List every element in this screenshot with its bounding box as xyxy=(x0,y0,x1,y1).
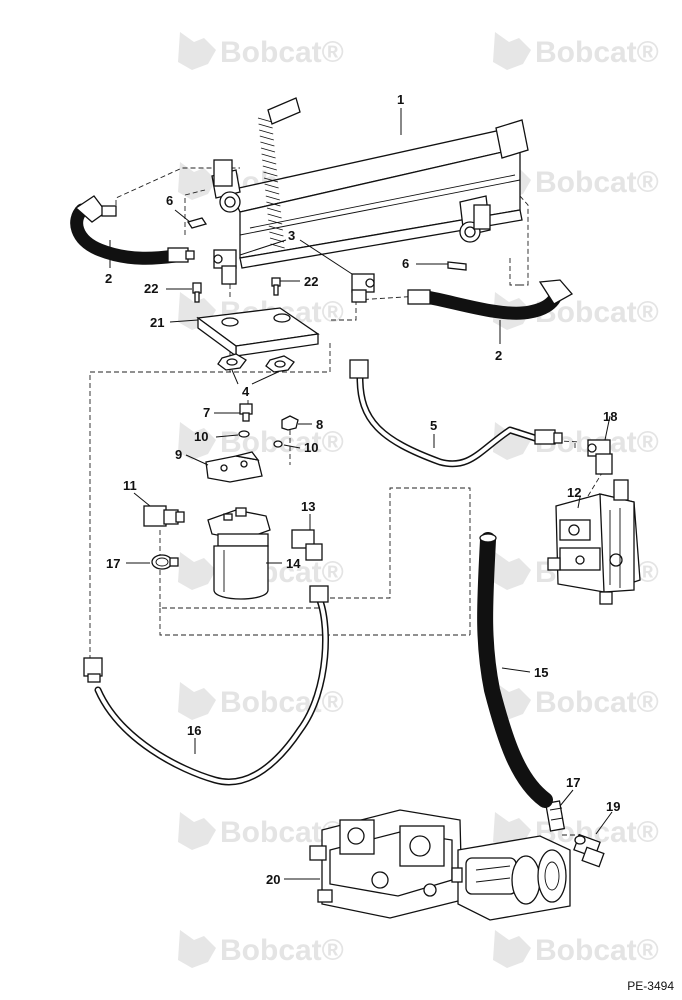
callout-11: 11 xyxy=(123,478,137,493)
filter-bracket xyxy=(205,451,263,483)
clip-left xyxy=(186,217,208,229)
valve-adapter-fitting xyxy=(587,439,613,475)
bobcat-logo-icon xyxy=(178,552,216,590)
bobcat-watermark: Bobcat® xyxy=(493,422,659,460)
bobcat-logo-icon xyxy=(493,32,531,70)
callout-20: 20 xyxy=(266,872,280,887)
bobcat-watermark: Bobcat® xyxy=(493,930,659,968)
bobcat-watermark-text: Bobcat® xyxy=(220,934,344,967)
filter-inlet-elbow xyxy=(143,505,185,527)
callout-15: 15 xyxy=(534,665,548,680)
bobcat-logo-icon xyxy=(178,682,216,720)
washer-right xyxy=(273,440,283,448)
callout-2-left: 2 xyxy=(105,271,112,286)
bobcat-watermark: Bobcat® xyxy=(178,930,344,968)
clip-right xyxy=(447,261,467,271)
callout-2-right: 2 xyxy=(495,348,502,363)
mounting-bracket xyxy=(196,307,320,358)
bobcat-logo-icon xyxy=(178,32,216,70)
callout-22-right: 22 xyxy=(304,274,318,289)
filter-return-tube xyxy=(83,585,329,786)
steel-tube-to-valve xyxy=(349,359,563,468)
cooler-fins xyxy=(257,117,285,249)
callout-labels: 1 2 2 3 4 5 6 6 7 8 9 10 10 11 12 13 14 … xyxy=(105,92,620,887)
callout-17-lower: 17 xyxy=(566,775,580,790)
callout-14: 14 xyxy=(286,556,301,571)
nut-eight xyxy=(281,415,299,431)
bolt-left xyxy=(192,282,202,303)
hydrostatic-pump xyxy=(309,809,571,921)
bobcat-watermark-text: Bobcat® xyxy=(535,166,659,199)
suction-hose xyxy=(477,532,553,808)
routing-dashed-lines xyxy=(89,167,606,836)
control-valve xyxy=(547,479,641,605)
callout-17-upper: 17 xyxy=(106,556,120,571)
elbow-fitting-left xyxy=(213,249,237,285)
callout-5: 5 xyxy=(430,418,437,433)
callout-18: 18 xyxy=(603,409,617,424)
elbow-fitting-right xyxy=(351,273,375,303)
bobcat-watermark: Bobcat® xyxy=(178,812,344,850)
callout-4: 4 xyxy=(242,384,250,399)
callout-6-left: 6 xyxy=(166,193,173,208)
bobcat-watermark-text: Bobcat® xyxy=(535,686,659,719)
callout-22-left: 22 xyxy=(144,281,158,296)
bobcat-logo-icon xyxy=(493,552,531,590)
callout-19: 19 xyxy=(606,799,620,814)
bolt-seven xyxy=(239,403,253,422)
callout-9: 9 xyxy=(175,447,182,462)
leader-lines xyxy=(109,108,613,880)
oil-cooler xyxy=(211,97,529,269)
bobcat-logo-icon xyxy=(178,162,216,200)
bobcat-watermark-text: Bobcat® xyxy=(220,36,344,69)
callout-10-right: 10 xyxy=(304,440,318,455)
hose-clamp-upper xyxy=(151,554,179,570)
cooler-hose-right xyxy=(407,279,574,320)
callout-3: 3 xyxy=(288,228,295,243)
filter-outlet-elbow xyxy=(291,529,323,561)
callout-7: 7 xyxy=(203,405,210,420)
cooler-hose-left xyxy=(70,195,195,265)
callout-21: 21 xyxy=(150,315,164,330)
bobcat-watermark: Bobcat® xyxy=(493,32,659,70)
bobcat-watermark-text: Bobcat® xyxy=(535,934,659,967)
callout-6-right: 6 xyxy=(402,256,409,271)
bobcat-watermark-text: Bobcat® xyxy=(220,686,344,719)
bobcat-logo-icon xyxy=(178,930,216,968)
bobcat-watermark-text: Bobcat® xyxy=(535,36,659,69)
callout-8: 8 xyxy=(316,417,323,432)
callout-1: 1 xyxy=(397,92,404,107)
bobcat-watermark: Bobcat® xyxy=(178,682,344,720)
hydraulic-filter xyxy=(207,507,271,600)
pump-fitting xyxy=(573,833,605,868)
callout-13: 13 xyxy=(301,499,315,514)
callout-12: 12 xyxy=(567,485,581,500)
bobcat-logo-icon xyxy=(493,930,531,968)
nut-left xyxy=(217,353,247,371)
nut-right xyxy=(265,355,295,373)
bobcat-watermark: Bobcat® xyxy=(493,682,659,720)
washer-left xyxy=(238,430,250,438)
callout-10-left: 10 xyxy=(194,429,208,444)
bobcat-watermark: Bobcat® xyxy=(178,32,344,70)
bobcat-logo-icon xyxy=(178,422,216,460)
drawing-reference-number: PE-3494 xyxy=(627,979,674,993)
callout-16: 16 xyxy=(187,723,201,738)
bolt-right xyxy=(271,277,281,296)
bobcat-logo-icon xyxy=(178,812,216,850)
